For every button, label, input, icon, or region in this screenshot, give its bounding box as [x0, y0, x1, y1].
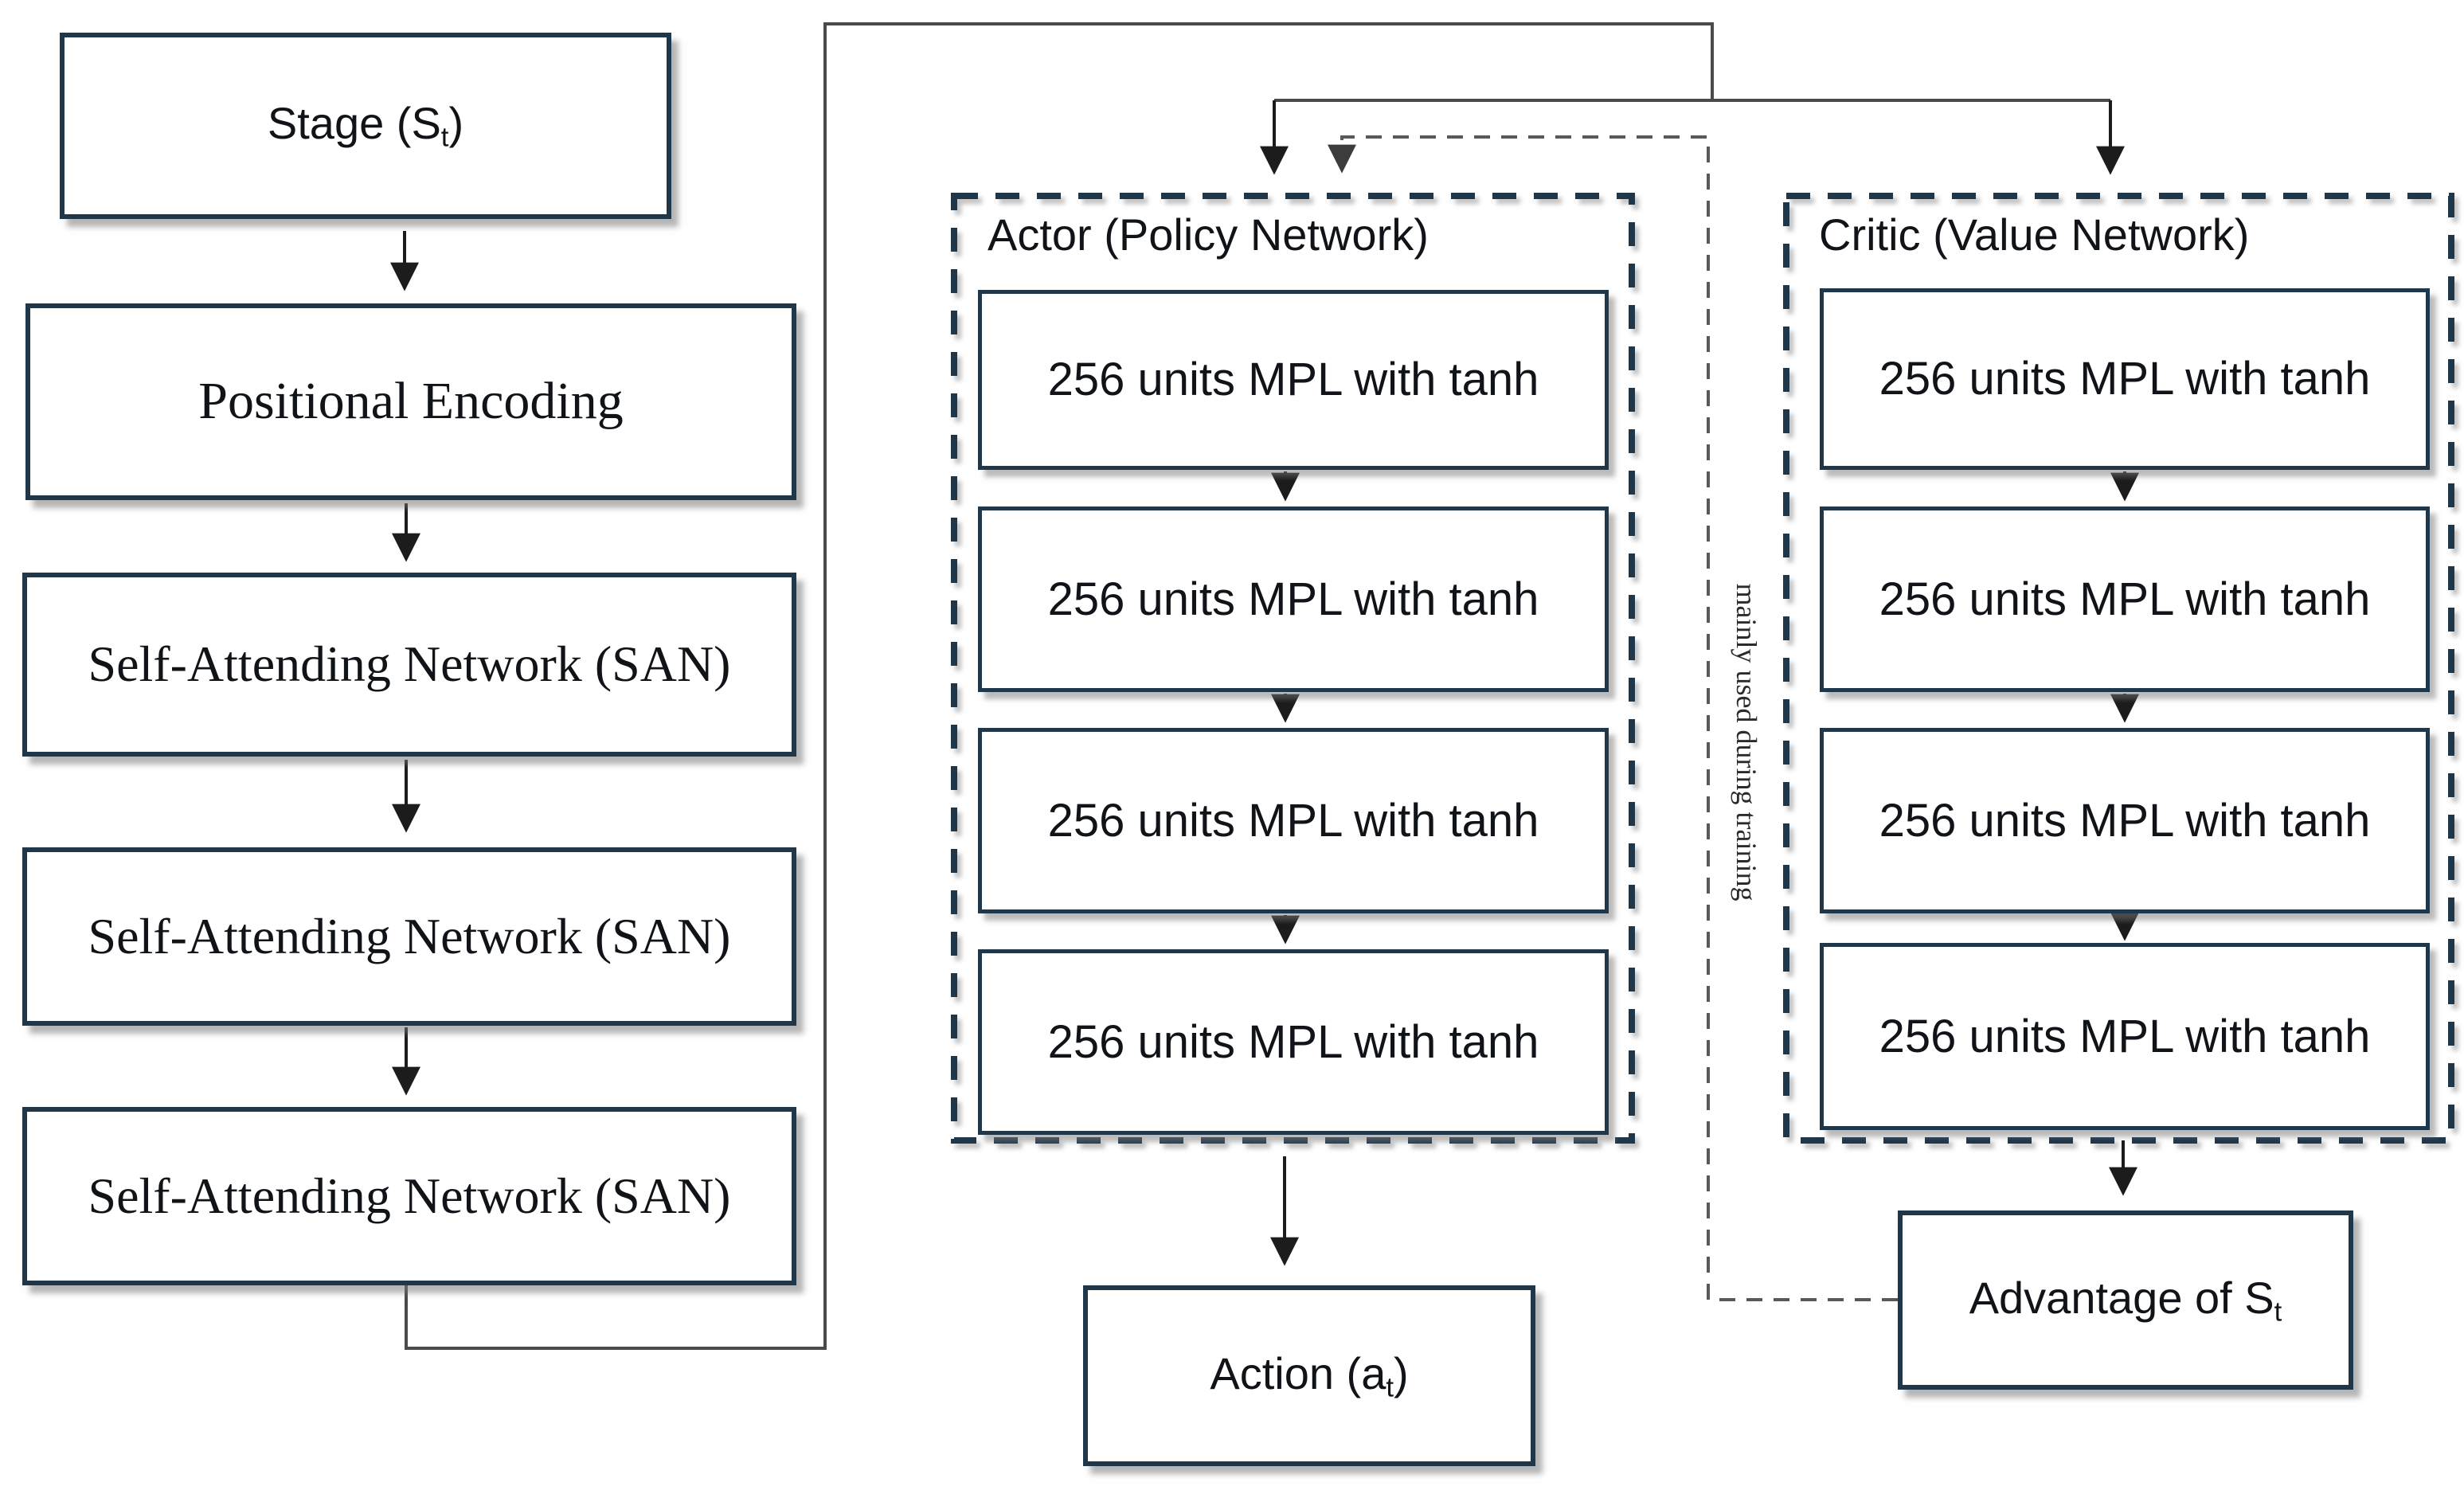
actor-layer-3-label: 256 units MPL with tanh — [1047, 794, 1539, 847]
san-box-1: Self-Attending Network (SAN) — [22, 573, 796, 757]
actor-layer-1-label: 256 units MPL with tanh — [1047, 354, 1539, 406]
critic-layer-3: 256 units MPL with tanh — [1820, 728, 2430, 913]
san-label-3: Self-Attending Network (SAN) — [88, 1167, 731, 1224]
actor-title: Actor (Policy Network) — [988, 209, 1429, 260]
advantage-box: Advantage of St — [1898, 1210, 2353, 1390]
wire-san-to-split — [405, 22, 1714, 1350]
stage-label: Stage (St) — [267, 98, 464, 153]
training-note-label: mainly used during training — [1731, 583, 1762, 901]
san-label-2: Self-Attending Network (SAN) — [88, 907, 731, 964]
san-box-2: Self-Attending Network (SAN) — [22, 847, 796, 1026]
san-box-3: Self-Attending Network (SAN) — [22, 1107, 796, 1285]
critic-group-border — [1783, 193, 2454, 1144]
actor-layer-4: 256 units MPL with tanh — [978, 949, 1609, 1135]
critic-layer-4-label: 256 units MPL with tanh — [1879, 1010, 2371, 1062]
critic-layer-3-label: 256 units MPL with tanh — [1879, 794, 2371, 847]
critic-layer-2-label: 256 units MPL with tanh — [1879, 573, 2371, 625]
san-label-1: Self-Attending Network (SAN) — [88, 636, 731, 693]
critic-layer-1-label: 256 units MPL with tanh — [1879, 353, 2371, 405]
actor-layer-2-label: 256 units MPL with tanh — [1047, 573, 1539, 625]
actor-group-border — [951, 193, 1635, 1144]
actor-layer-1: 256 units MPL with tanh — [978, 290, 1609, 470]
action-box: Action (at) — [1083, 1285, 1535, 1466]
action-label: Action (at) — [1210, 1347, 1409, 1403]
critic-layer-1: 256 units MPL with tanh — [1820, 288, 2430, 470]
critic-layer-2: 256 units MPL with tanh — [1820, 506, 2430, 692]
actor-layer-4-label: 256 units MPL with tanh — [1047, 1015, 1539, 1068]
positional-encoding-box: Positional Encoding — [25, 303, 796, 500]
stage-box: Stage (St) — [60, 33, 671, 219]
actor-layer-3: 256 units MPL with tanh — [978, 728, 1609, 913]
critic-title: Critic (Value Network) — [1819, 209, 2250, 260]
critic-layer-4: 256 units MPL with tanh — [1820, 943, 2430, 1130]
positional-encoding-label: Positional Encoding — [198, 372, 624, 431]
advantage-label: Advantage of St — [1969, 1272, 2282, 1328]
actor-layer-2: 256 units MPL with tanh — [978, 506, 1609, 692]
